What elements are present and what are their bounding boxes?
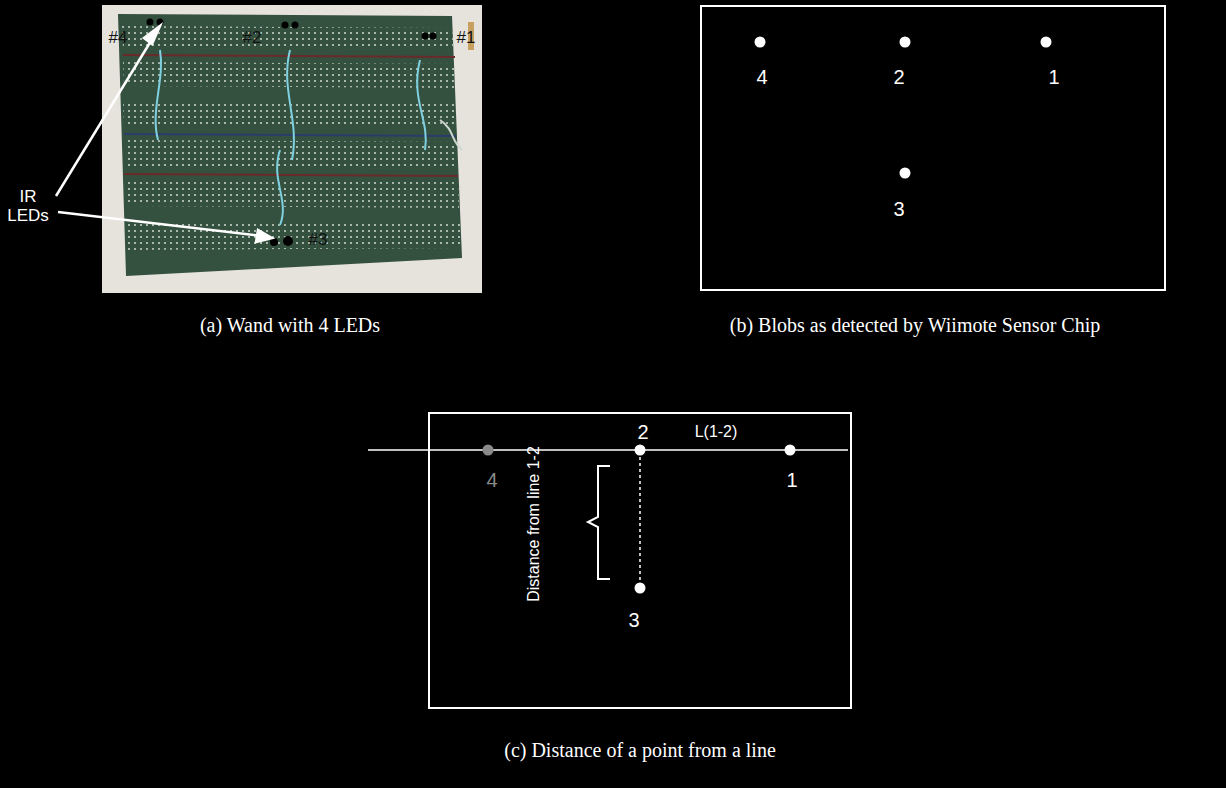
led-number: #1 <box>457 29 476 48</box>
point-number: 4 <box>756 66 767 88</box>
panel-caption: (a) Wand with 4 LEDs <box>200 314 380 336</box>
panel-caption: (c) Distance of a point from a line <box>504 739 776 761</box>
wand-photo <box>102 5 482 293</box>
line-geometry <box>368 445 848 594</box>
point-number: 3 <box>628 609 639 631</box>
panel-caption: (b) Blobs as detected by Wiimote Sensor … <box>730 314 1100 336</box>
blob-dots <box>755 37 1052 179</box>
point-number: 1 <box>786 469 797 491</box>
point-number: L(1-2) <box>695 423 738 441</box>
point-number: 3 <box>893 198 904 220</box>
distance-frame: 2 L(1-2) 4 1 Distance from line 1-2 3 <box>428 412 852 709</box>
led-number: #3 <box>309 231 328 250</box>
sensor-frame: 4 2 1 3 <box>700 5 1166 291</box>
point-number: 2 <box>893 66 904 88</box>
point-number: 1 <box>1048 66 1059 88</box>
led-number: #2 <box>243 29 262 48</box>
callout-label: IR LEDs <box>5 188 51 225</box>
led-number: #4 <box>109 29 128 48</box>
dimension-label: Distance from line 1-2 <box>525 446 543 602</box>
point-number: 4 <box>486 469 497 491</box>
pointer-arrows <box>56 26 272 242</box>
point-number: 2 <box>637 421 648 443</box>
